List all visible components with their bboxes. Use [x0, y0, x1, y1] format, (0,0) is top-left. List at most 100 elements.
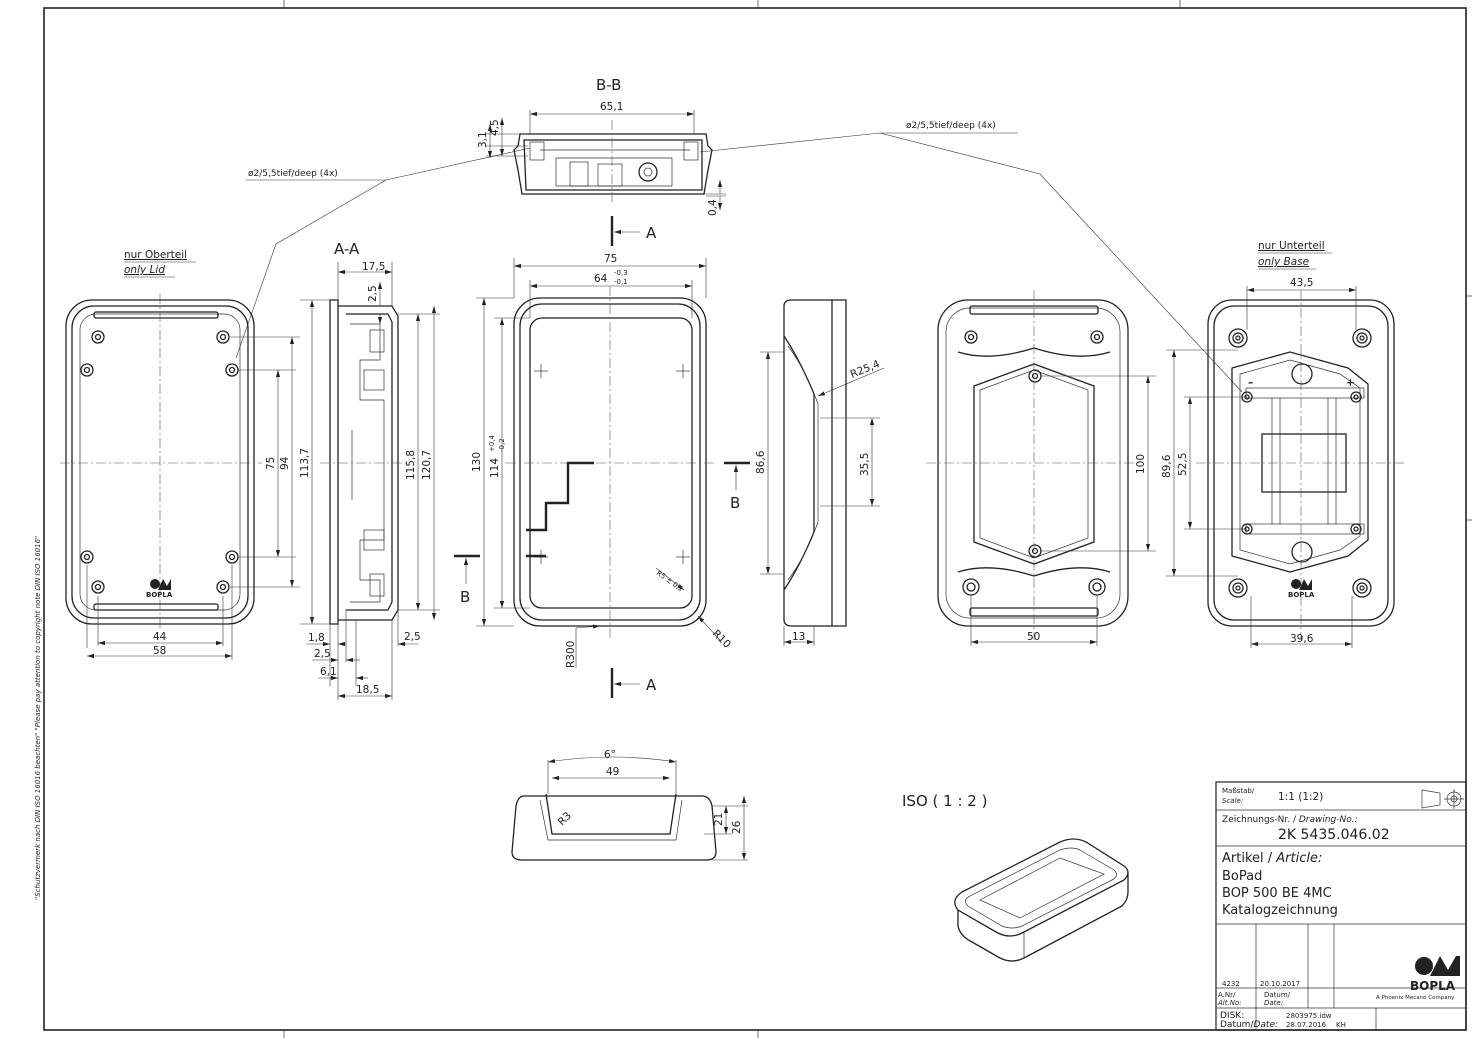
tb-anr-label-en: Alt.No: — [1217, 999, 1242, 1007]
note-base-de: nur Unterteil — [1258, 240, 1325, 252]
tb-drawing-no: 2K 5435.046.02 — [1278, 827, 1390, 843]
dim-aa-25c: 2,5 — [404, 631, 421, 643]
dim-aa-18: 1,8 — [308, 632, 325, 644]
tb-article-label: Artikel / Article: — [1222, 851, 1322, 866]
dim-side-r254: R25,4 — [849, 358, 882, 381]
front-view: 75 64 -0,3 -0,1 130 114 +0,4 -0,2 R300 R… — [471, 253, 733, 668]
title-block: Maßstab/ Scale: 1:1 (1:2) Zeichnungs-Nr.… — [1215, 781, 1467, 1031]
dim-inner-896: 89,6 — [1161, 454, 1173, 478]
dim-bottom-r3: R3 — [556, 810, 574, 828]
tb-disk-label: DISK: — [1220, 1011, 1244, 1021]
projection-symbol-icon — [1421, 789, 1464, 809]
dim-bb-45: 4,5 — [489, 119, 501, 136]
tb-article-line2: BOP 500 BE 4MC — [1222, 886, 1332, 901]
tb-logo-text: BOPLA — [1410, 979, 1456, 993]
tb-scale-label-de: Maßstab/ — [1222, 787, 1255, 795]
dim-front-64-tol-up: -0,3 — [614, 269, 628, 277]
dim-aa-175: 17,5 — [362, 261, 385, 273]
dim-front-r10: R10 — [710, 628, 733, 651]
iso-view: ISO ( 1 : 2 ) — [902, 792, 1129, 962]
dim-lid-44: 44 — [153, 631, 167, 643]
dim-bb-651: 65,1 — [600, 101, 623, 113]
tb-datum2-value: 28.07.2016 — [1286, 1021, 1327, 1029]
marker-b-left: B — [460, 588, 470, 606]
dim-side-866: 86,6 — [755, 450, 767, 474]
tb-anr-value: 4232 — [1222, 980, 1240, 988]
dim-bottom-21: 21 — [713, 813, 725, 826]
note-base-en: only Base — [1258, 256, 1309, 268]
marker-a-bottom: A — [646, 676, 657, 694]
dim-inner-435: 43,5 — [1290, 277, 1313, 289]
dim-front-r5: R5 ± 0,1 — [655, 569, 685, 593]
sheet-border — [43, 7, 1467, 1031]
tb-datum2-initials: KH — [1336, 1021, 1346, 1029]
dim-base-50: 50 — [1027, 631, 1040, 643]
base-view: 100 50 — [926, 290, 1156, 646]
marker-b-right: B — [730, 494, 740, 512]
note-lid-de: nur Oberteil — [124, 249, 187, 261]
dim-front-r300: R300 — [565, 641, 577, 668]
bottom-view: 6° 49 21 26 R3 — [511, 749, 748, 861]
dim-aa-61: 6,1 — [320, 666, 337, 678]
dim-front-75: 75 — [604, 253, 617, 265]
marker-a-top: A — [646, 224, 657, 242]
bopla-logo-lid: BOPLA — [146, 579, 173, 599]
dim-aa-25b: 2,5 — [314, 648, 331, 660]
tb-logo-tagline: A Phoenix Mecano Company — [1376, 995, 1455, 1001]
dim-aa-25a: 2,5 — [367, 285, 379, 302]
dim-bottom-49: 49 — [606, 766, 619, 778]
dim-lid-58: 58 — [153, 645, 166, 657]
bopla-logo-base: BOPLA — [1288, 579, 1315, 599]
logo-text-lid: BOPLA — [146, 591, 173, 599]
logo-text-base: BOPLA — [1288, 591, 1315, 599]
dim-inner-525: 52,5 — [1177, 453, 1189, 476]
dim-front-114-tol-lo: -0,2 — [498, 438, 506, 452]
dim-base-100: 100 — [1135, 454, 1147, 474]
section-aa-view: A-A 17,5 2,5 113,7 115,8 120,7 — [299, 240, 440, 700]
tb-scale-value: 1:1 (1:2) — [1278, 791, 1323, 803]
dim-bb-04: 0,4 — [707, 199, 719, 216]
tb-datum-label-de: Datum/ — [1264, 991, 1291, 999]
dim-side-13: 13 — [792, 631, 805, 643]
dim-bottom-26: 26 — [731, 820, 743, 834]
tb-article-line3: Katalogzeichnung — [1222, 903, 1338, 918]
note-hole-right: ø2/5,5tief/deep (4x) — [906, 121, 996, 131]
bopla-logo-titleblock: BOPLA A Phoenix Mecano Company — [1376, 956, 1460, 1001]
tb-anr-label-de: A.Nr/ — [1218, 991, 1236, 999]
dim-front-130: 130 — [471, 452, 483, 472]
label-iso: ISO ( 1 : 2 ) — [902, 792, 987, 810]
polarity-plus: + — [1346, 377, 1355, 389]
dim-aa-1207: 120,7 — [421, 450, 433, 480]
dim-lid-75: 75 — [265, 457, 277, 470]
dim-front-114: 114 — [489, 458, 501, 478]
dim-aa-185: 18,5 — [356, 684, 379, 696]
tb-disk-value: 2803975.idw — [1286, 1012, 1332, 1020]
dim-side-355: 35,5 — [859, 453, 871, 476]
label-section-aa: A-A — [334, 240, 360, 258]
lid-view: BOPLA 44 58 75 94 nur Oberteil only Lid — [60, 249, 300, 660]
dim-lid-94: 94 — [279, 456, 291, 470]
label-section-bb: B-B — [596, 76, 621, 94]
dim-front-114-tol-up: +0,4 — [488, 434, 496, 452]
copyright-note: "Schutzvermerk nach DIN ISO 16016 beacht… — [34, 536, 42, 900]
dim-front-64-tol-lo: -0,1 — [614, 278, 628, 286]
section-markers: A A B B — [454, 216, 750, 698]
tb-datum2-label: Datum/Date: — [1220, 1020, 1278, 1030]
tb-scale-label-en: Scale: — [1222, 797, 1243, 805]
tb-article-line1: BoPad — [1222, 869, 1262, 884]
tb-drawing-label: Zeichnungs-Nr. / Drawing-No.: — [1222, 815, 1358, 825]
section-bb-view: B-B 65,1 4,5 3,1 0,4 — [477, 76, 726, 216]
note-hole-left: ø2/5,5tief/deep (4x) — [248, 169, 338, 179]
dim-aa-1158: 115,8 — [405, 450, 417, 480]
tb-anr-date: 20.10.2017 — [1260, 980, 1300, 988]
note-lid-en: only Lid — [124, 264, 165, 276]
dim-bb-31: 3,1 — [477, 131, 489, 148]
base-inner-view: – + BOPLA 43,5 nur Unterteil only Base — [1161, 240, 1404, 648]
side-view: 86,6 35,5 R25,4 13 — [755, 299, 885, 646]
dim-bottom-6deg: 6° — [604, 749, 616, 761]
tb-datum-label-en: Date: — [1264, 999, 1283, 1007]
dim-front-64: 64 — [594, 273, 608, 285]
dim-inner-396: 39,6 — [1290, 633, 1314, 645]
dim-lid-1137: 113,7 — [299, 448, 311, 478]
